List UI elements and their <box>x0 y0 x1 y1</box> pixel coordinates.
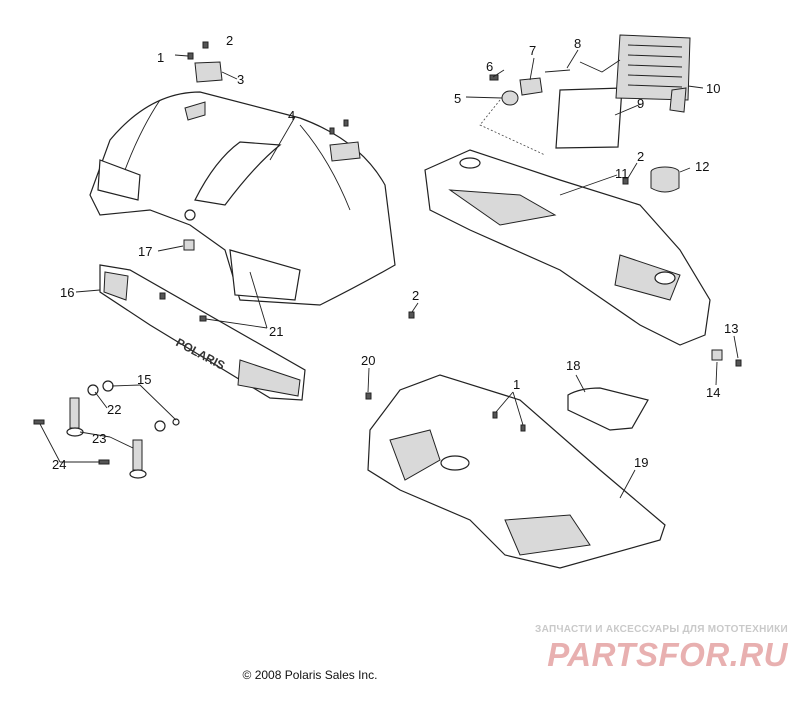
front-fascia: POLARIS <box>99 264 306 401</box>
callout-14: 14 <box>706 385 720 400</box>
callout-16: 16 <box>60 285 74 300</box>
callout-21: 21 <box>269 324 283 339</box>
front-hood <box>89 91 396 306</box>
hinge-bracket <box>194 61 361 162</box>
callout-9: 9 <box>637 96 644 111</box>
callout-4: 4 <box>288 108 295 123</box>
clip <box>711 349 723 361</box>
screw <box>408 311 415 319</box>
storage-hardware <box>479 34 691 156</box>
callout-22: 22 <box>107 402 121 417</box>
screw <box>622 177 629 185</box>
callout-20: 20 <box>361 353 375 368</box>
dash-panel <box>424 149 711 346</box>
clip <box>183 239 195 251</box>
watermark-logo: PARTSFOR.RU <box>547 636 788 673</box>
screw <box>492 411 498 419</box>
copyright-notice: © 2008 Polaris Sales Inc. <box>242 668 378 682</box>
cup-holder-insert <box>650 166 680 193</box>
callout-23: 23 <box>92 431 106 446</box>
callout-labels: 1 2 3 4 5 6 7 8 9 10 11 2 12 13 14 16 17… <box>52 33 738 472</box>
callout-10: 10 <box>706 81 720 96</box>
callout-11: 11 <box>615 166 629 181</box>
callout-15: 15 <box>137 372 151 387</box>
screws-top <box>174 41 349 135</box>
floor-pan <box>367 374 666 569</box>
callout-8: 8 <box>574 36 581 51</box>
leader-lines <box>39 49 739 499</box>
callout-6: 6 <box>486 59 493 74</box>
watermark-tagline: ЗАПЧАСТИ И АКСЕССУАРЫ ДЛЯ МОТОТЕХНИКИ <box>535 624 788 635</box>
callout-24: 24 <box>52 457 66 472</box>
screw <box>159 292 166 300</box>
callout-2b: 2 <box>637 149 644 164</box>
callout-19: 19 <box>634 455 648 470</box>
callout-7: 7 <box>529 43 536 58</box>
callout-17: 17 <box>138 244 152 259</box>
callout-18: 18 <box>566 358 580 373</box>
screw <box>365 392 372 400</box>
access-cover <box>567 387 649 431</box>
callout-2c: 2 <box>412 288 419 303</box>
callout-12: 12 <box>695 159 709 174</box>
callout-13: 13 <box>724 321 738 336</box>
screw <box>520 424 526 432</box>
callout-3: 3 <box>237 72 244 87</box>
callout-2: 2 <box>226 33 233 48</box>
screw <box>199 315 207 322</box>
callout-1b: 1 <box>513 377 520 392</box>
callout-5: 5 <box>454 91 461 106</box>
screw <box>735 359 742 367</box>
callout-1: 1 <box>157 50 164 65</box>
